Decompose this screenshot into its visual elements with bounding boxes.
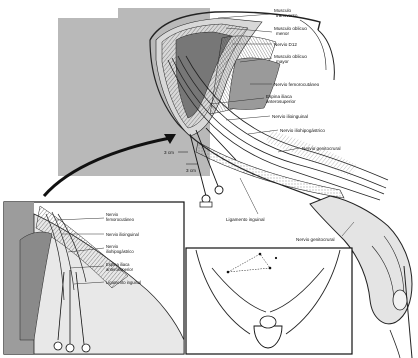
label-nervio-genitocrural-2: Nervio genitocrural [296,237,335,242]
dimension-3cm-top: 3 cm [164,150,174,155]
inset-label-ilioinguinal: Nervio ilioinguinal [106,232,139,237]
inset-label-ligamento-inguinal: Ligamento inguinal [106,280,141,285]
label-nervio-d12: Nervio D12 [274,42,297,47]
label-nervio-iliohipogastrico: Nervio iliohipogástrico [280,128,325,133]
label-musculo-obliquo-menor-2: menor [276,31,289,36]
dimension-3cm-bottom: 3 cm [186,168,196,173]
inset-label-iliohipogastrico-2: iliohipogástrico [106,249,134,254]
inset-detail [4,202,184,354]
inset-label-espina-iliaca-2: anterosuperior [106,267,134,272]
label-musculo-obliquo-mayor-2: mayor [276,59,289,64]
label-nervio-femorocutaneo: Nervio femorocutáneo [274,82,320,87]
label-ligamento-inguinal: Ligamento inguinal [226,217,265,222]
label-musculo-transverso-2: transverso [276,13,298,18]
label-nervio-ilioinguinal: Nervio ilioinguinal [272,114,308,119]
label-nervio-genitocrural: Nervio genitocrural [302,146,341,151]
inset-body-landmarks [186,248,352,354]
label-espina-iliaca-2: anterosuperior [266,99,296,104]
inset-label-femorocutaneo-2: femorocutáneo [106,217,135,222]
